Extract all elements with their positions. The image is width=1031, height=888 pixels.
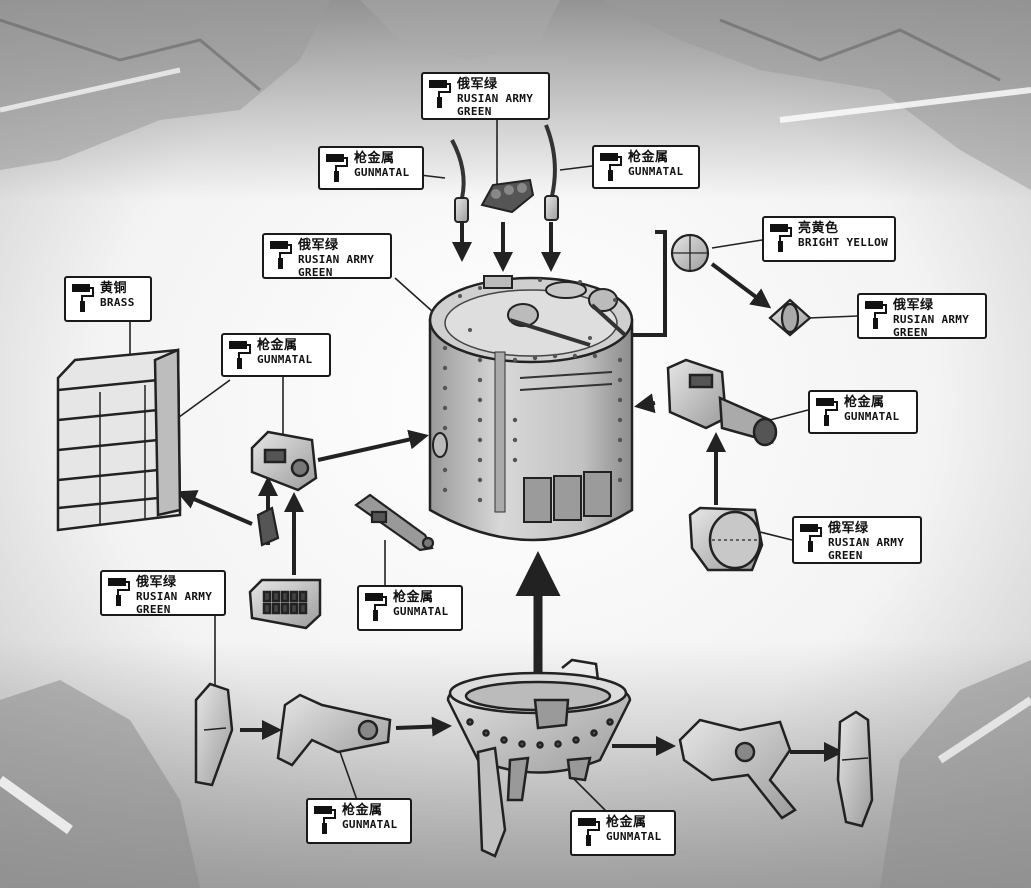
label-name-2: GREEN bbox=[136, 603, 171, 616]
paint-label-gun-bottom-mid: 枪金属 GUNMATAL bbox=[570, 810, 676, 856]
paint-roller-icon bbox=[229, 341, 251, 369]
engine-block-part bbox=[248, 578, 322, 630]
paint-label-rag-left: 俄军绿 RUSIAN ARMY GREEN bbox=[262, 233, 392, 279]
label-code: 枪金属 bbox=[844, 395, 885, 410]
label-code: 枪金属 bbox=[393, 590, 434, 605]
paint-label-rag-right: 俄军绿 RUSIAN ARMY GREEN bbox=[857, 293, 987, 339]
paint-label-yellow: 亮黄色 BRIGHT YELLOW bbox=[762, 216, 896, 262]
label-code: 黄铜 bbox=[100, 281, 128, 296]
paint-roller-icon bbox=[72, 284, 94, 312]
cannon-part bbox=[666, 358, 778, 447]
label-code: 俄军绿 bbox=[893, 298, 934, 313]
label-name: GUNMATAL bbox=[342, 818, 398, 831]
bracket-line bbox=[605, 230, 667, 337]
label-code: 枪金属 bbox=[257, 338, 298, 353]
label-name: GUNMATAL bbox=[257, 353, 313, 366]
paint-roller-icon bbox=[326, 154, 348, 182]
label-code: 枪金属 bbox=[606, 815, 647, 830]
paint-label-gun-top-right: 枪金属 GUNMATAL bbox=[592, 145, 700, 189]
label-name: BRASS bbox=[100, 296, 135, 309]
label-name: GUNMATAL bbox=[354, 166, 410, 179]
paint-label-rag-top: 俄军绿 RUSIAN ARMY GREEN bbox=[421, 72, 550, 120]
label-name: BRIGHT YELLOW bbox=[798, 236, 888, 249]
paint-roller-icon bbox=[816, 398, 838, 426]
paint-roller-icon bbox=[429, 80, 451, 108]
label-name: GUNMATAL bbox=[393, 605, 449, 618]
paint-roller-icon bbox=[270, 241, 292, 269]
label-code: 俄军绿 bbox=[136, 575, 177, 590]
paint-roller-icon bbox=[108, 578, 130, 606]
label-code: 俄军绿 bbox=[457, 77, 498, 92]
drum-part bbox=[688, 506, 764, 572]
paint-label-brass: 黄铜 BRASS bbox=[64, 276, 152, 322]
paint-roller-icon bbox=[578, 818, 600, 846]
paint-label-gun-right: 枪金属 GUNMATAL bbox=[808, 390, 918, 434]
paint-label-gun-top-left: 枪金属 GUNMATAL bbox=[318, 146, 424, 190]
paint-roller-icon bbox=[800, 524, 822, 552]
label-name: RUSIAN ARMY bbox=[828, 536, 905, 549]
label-name: GUNMATAL bbox=[606, 830, 662, 843]
paint-roller-icon bbox=[314, 806, 336, 834]
base-bowl bbox=[446, 658, 632, 858]
label-name: RUSIAN ARMY bbox=[298, 253, 375, 266]
label-name-2: GREEN bbox=[457, 105, 492, 118]
paint-label-gun-bottom-left: 枪金属 GUNMATAL bbox=[306, 798, 412, 844]
paint-label-gun-left-top: 枪金属 GUNMATAL bbox=[221, 333, 331, 377]
searchlight-ball bbox=[670, 233, 710, 273]
paint-roller-icon bbox=[365, 593, 387, 621]
label-code: 枪金属 bbox=[628, 150, 669, 165]
label-name: RUSIAN ARMY bbox=[136, 590, 213, 603]
label-name: RUSIAN ARMY bbox=[457, 92, 534, 105]
label-code: 枪金属 bbox=[342, 803, 383, 818]
label-name-2: GREEN bbox=[828, 549, 863, 562]
left-module-part bbox=[250, 430, 318, 492]
label-name: GUNMATAL bbox=[844, 410, 900, 423]
paint-roller-icon bbox=[600, 153, 622, 181]
brass-armor-stack bbox=[56, 348, 182, 532]
paint-roller-icon bbox=[865, 301, 887, 329]
paint-label-gun-mid: 枪金属 GUNMATAL bbox=[357, 585, 463, 631]
label-code: 枪金属 bbox=[354, 151, 395, 166]
paint-roller-icon bbox=[770, 224, 792, 252]
leg-left-claw bbox=[194, 682, 234, 787]
label-code: 俄军绿 bbox=[298, 238, 339, 253]
label-code: 亮黄色 bbox=[798, 221, 839, 236]
label-name-2: GREEN bbox=[893, 326, 928, 339]
label-code: 俄军绿 bbox=[828, 521, 869, 536]
antenna-left bbox=[450, 139, 469, 223]
central-tank bbox=[428, 275, 634, 542]
left-rod-part bbox=[354, 493, 435, 552]
label-name: RUSIAN ARMY bbox=[893, 313, 970, 326]
label-name: GUNMATAL bbox=[628, 165, 684, 178]
antenna-right bbox=[544, 124, 559, 221]
leg-right-joint bbox=[678, 718, 797, 820]
assembly-arrows bbox=[176, 206, 844, 762]
spinner-part bbox=[768, 298, 812, 337]
top-hatch-part bbox=[480, 178, 535, 214]
paint-label-rag-right-low: 俄军绿 RUSIAN ARMY GREEN bbox=[792, 516, 922, 564]
leg-left-joint bbox=[276, 693, 392, 767]
small-plate-part bbox=[256, 506, 280, 547]
label-name-2: GREEN bbox=[298, 266, 333, 279]
paint-label-rag-low-left: 俄军绿 RUSIAN ARMY GREEN bbox=[100, 570, 226, 616]
leg-right-claw bbox=[836, 710, 874, 828]
